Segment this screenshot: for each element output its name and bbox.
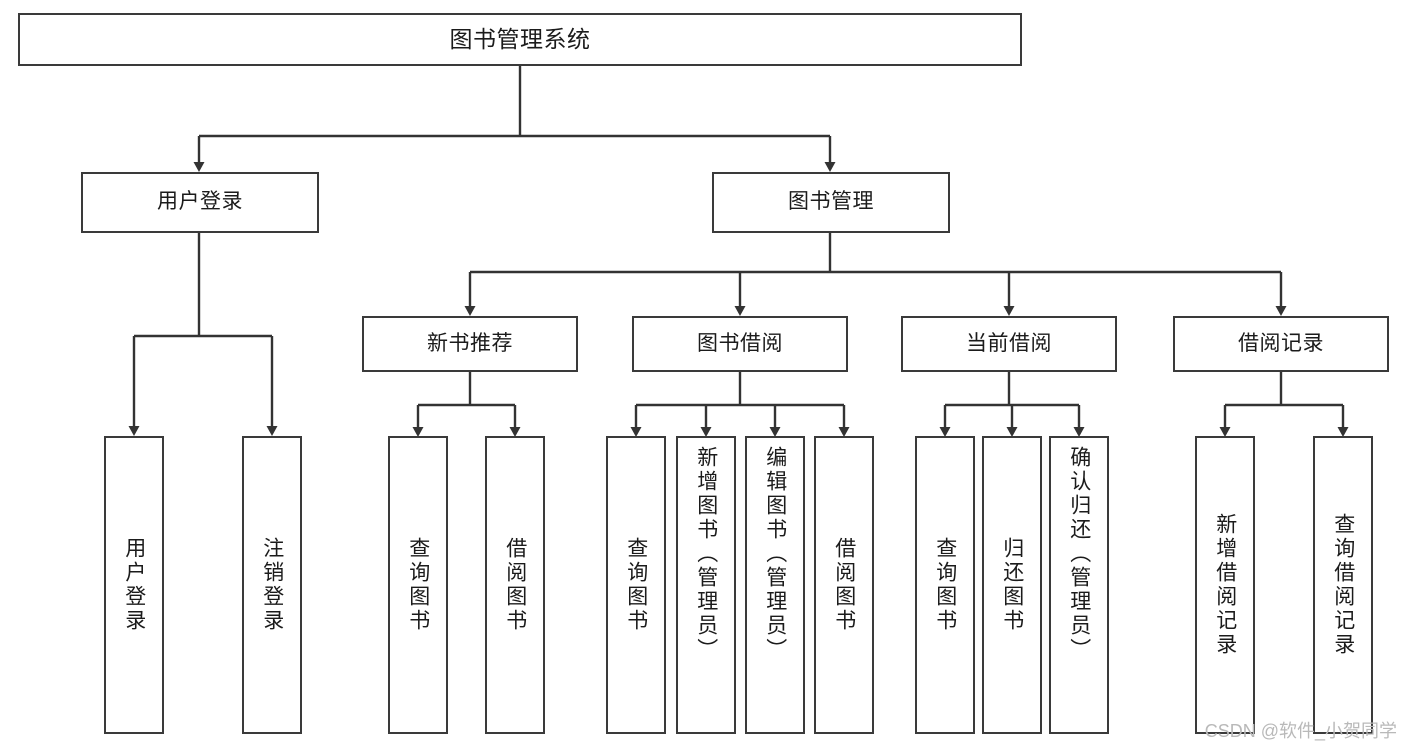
node-label: 注销登录 [260,537,284,633]
node-borrow-record[interactable]: 借阅记录 [1173,316,1389,372]
node-user-login[interactable]: 用户登录 [81,172,319,233]
node-label: 图书管理系统 [449,25,591,52]
node-label: 查询图书 [933,537,957,633]
node-label: 借阅记录 [1238,331,1324,355]
leaf-return-book[interactable]: 归还图书 [982,436,1042,734]
watermark-text: CSDN @软件_小贺同学 [1204,721,1397,741]
node-label: 借阅图书 [503,537,527,633]
node-label: 查询借阅记录 [1331,513,1355,657]
leaf-query-book-recommend[interactable]: 查询图书 [388,436,448,734]
node-label: 借阅图书 [832,537,856,633]
node-book-borrow[interactable]: 图书借阅 [632,316,848,372]
node-label: 图书借阅 [697,331,783,355]
leaf-query-book-current[interactable]: 查询图书 [915,436,975,734]
node-label: 查询图书 [406,537,430,633]
node-book-management[interactable]: 图书管理 [712,172,950,233]
leaf-query-borrow-record[interactable]: 查询借阅记录 [1313,436,1373,734]
node-new-book-recommend[interactable]: 新书推荐 [362,316,578,372]
leaf-query-book-borrow[interactable]: 查询图书 [606,436,666,734]
leaf-logout[interactable]: 注销登录 [242,436,302,734]
node-label: 用户登录 [122,537,146,633]
leaf-borrow-book[interactable]: 借阅图书 [814,436,874,734]
node-label: 用户登录 [157,190,243,214]
leaf-edit-book-admin[interactable]: 编辑图书（管理员） [745,436,805,734]
node-label: 归还图书 [1000,537,1024,633]
node-label: 编辑图书（管理员） [763,446,787,662]
leaf-add-book-admin[interactable]: 新增图书（管理员） [676,436,736,734]
node-root-system[interactable]: 图书管理系统 [18,13,1022,66]
leaf-borrow-book-recommend[interactable]: 借阅图书 [485,436,545,734]
leaf-add-borrow-record[interactable]: 新增借阅记录 [1195,436,1255,734]
node-label: 确认归还（管理员） [1067,446,1091,662]
node-current-borrow[interactable]: 当前借阅 [901,316,1117,372]
node-label: 新书推荐 [427,331,513,355]
node-label: 查询图书 [624,537,648,633]
node-label: 当前借阅 [966,331,1052,355]
leaf-user-login[interactable]: 用户登录 [104,436,164,734]
node-label: 新增借阅记录 [1213,513,1237,657]
leaf-confirm-return-admin[interactable]: 确认归还（管理员） [1049,436,1109,734]
node-label: 新增图书（管理员） [694,446,718,662]
node-label: 图书管理 [788,190,874,214]
